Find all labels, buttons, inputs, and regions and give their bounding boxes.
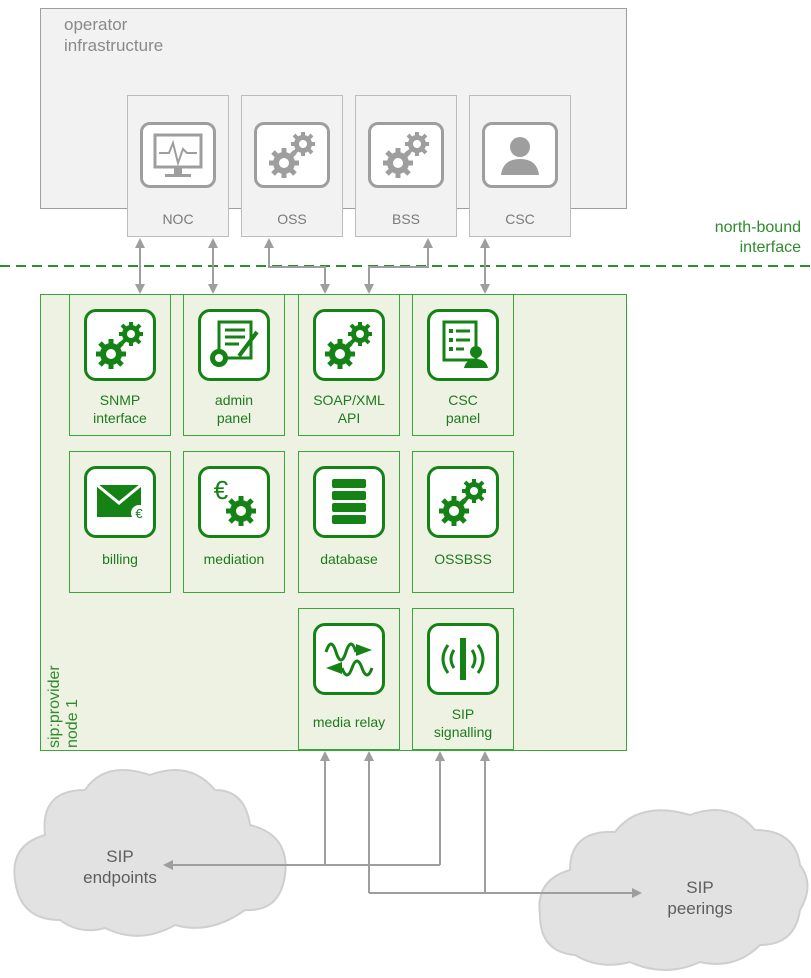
csc-tile[interactable]: CSC <box>469 95 571 237</box>
media-relay-tile[interactable]: media relay <box>298 608 400 750</box>
euro-gear-icon: € <box>198 466 270 538</box>
csc-panel-icon <box>427 309 499 381</box>
operator-infrastructure-title: operator infrastructure <box>64 15 164 55</box>
sip-signalling-tile[interactable]: SIP signalling <box>412 608 514 750</box>
admin-panel-label: admin panel <box>214 392 254 426</box>
mediation-tile[interactable]: € mediation <box>183 451 285 593</box>
csc-panel-label: CSC panel <box>445 392 481 426</box>
svg-text:€: € <box>214 475 229 505</box>
sip-signalling-label: SIP signalling <box>433 706 493 740</box>
ossbss-label: OSSBSS <box>434 551 492 567</box>
admin-panel-tile[interactable]: admin panel <box>183 294 285 436</box>
envelope-euro-icon: € <box>84 466 156 538</box>
gears-icon <box>254 122 330 188</box>
csc-label: CSC <box>505 211 535 227</box>
signal-icon <box>427 623 499 695</box>
north-bound-arrows <box>135 238 490 294</box>
sip-peerings-cloud <box>538 809 809 971</box>
sip-endpoints-cloud <box>13 769 287 937</box>
oss-label: OSS <box>277 211 307 227</box>
sip-endpoints-label: SIP endpoints <box>83 847 157 887</box>
gears-icon <box>84 309 156 381</box>
snmp-interface-label: SNMP interface <box>93 392 147 426</box>
noc-label: NOC <box>162 211 194 227</box>
media-relay-label: media relay <box>312 714 386 730</box>
admin-settings-icon <box>198 309 270 381</box>
monitor-icon <box>140 122 216 188</box>
sip-peerings-label: SIP peerings <box>667 878 733 918</box>
database-icon <box>313 466 385 538</box>
sip-traffic-arrows <box>163 751 642 898</box>
north-bound-interface-label: north-bound interface <box>714 219 801 256</box>
svg-text:€: € <box>135 506 143 521</box>
snmp-interface-tile[interactable]: SNMP interface <box>69 294 171 436</box>
gears-icon <box>368 122 444 188</box>
gears-icon <box>427 466 499 538</box>
oss-tile[interactable]: OSS <box>241 95 343 237</box>
bss-tile[interactable]: BSS <box>355 95 457 237</box>
billing-label: billing <box>102 551 138 567</box>
soap-xml-api-tile[interactable]: SOAP/XML API <box>298 294 400 436</box>
soap-xml-api-label: SOAP/XML API <box>313 392 385 426</box>
media-relay-icon <box>313 623 385 695</box>
database-tile[interactable]: database <box>298 451 400 593</box>
ossbss-tile[interactable]: OSSBSS <box>412 451 514 593</box>
billing-tile[interactable]: € billing <box>69 451 171 593</box>
bss-label: BSS <box>391 211 420 227</box>
mediation-label: mediation <box>203 551 265 567</box>
gears-icon <box>313 309 385 381</box>
database-label: database <box>320 551 378 567</box>
person-icon <box>482 122 558 188</box>
noc-tile[interactable]: NOC <box>127 95 229 237</box>
csc-panel-tile[interactable]: CSC panel <box>412 294 514 436</box>
